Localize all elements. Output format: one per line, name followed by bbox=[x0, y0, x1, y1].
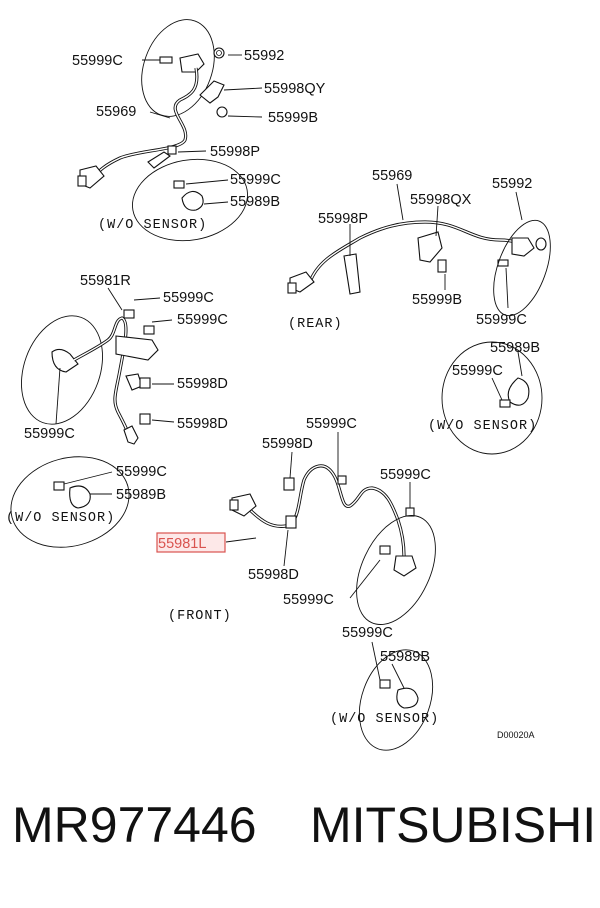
detail-oval bbox=[132, 158, 248, 242]
bolt bbox=[173, 180, 185, 189]
callout-label: 55998P bbox=[210, 144, 260, 160]
callout-label: 55992 bbox=[492, 176, 532, 192]
note-wo-sensor: (W/O SENSOR) bbox=[6, 511, 115, 526]
bolt bbox=[499, 399, 511, 408]
sensor-plug bbox=[396, 687, 419, 709]
bolt bbox=[379, 545, 391, 555]
highlight-box bbox=[156, 532, 226, 553]
clip bbox=[139, 377, 151, 389]
bracket bbox=[115, 335, 159, 361]
bolt bbox=[405, 507, 415, 517]
detail-oval bbox=[356, 515, 436, 625]
note-rear: (REAR) bbox=[288, 317, 343, 332]
detail-oval bbox=[10, 456, 130, 548]
sensor-plug bbox=[181, 190, 204, 211]
callout-label: 55999C bbox=[283, 592, 334, 608]
callout-label: 55999C bbox=[24, 426, 75, 442]
callout-label: 55998D bbox=[248, 567, 299, 583]
callout-label: 55999C bbox=[452, 363, 503, 379]
callout-label: 55981R bbox=[80, 273, 131, 289]
callout-label: 55998D bbox=[177, 376, 228, 392]
bracket bbox=[199, 80, 225, 104]
detail-oval bbox=[358, 649, 434, 751]
part-number: MR977446 bbox=[12, 797, 257, 853]
bolt bbox=[123, 309, 135, 319]
callout-label: 55999C bbox=[72, 53, 123, 69]
bolt bbox=[216, 106, 228, 118]
figure-code: D00020A bbox=[497, 730, 535, 740]
wheel-speed-sensor bbox=[179, 53, 205, 73]
detail-oval bbox=[21, 315, 103, 425]
callout-label: 55969 bbox=[96, 104, 136, 120]
rear-left-assembly bbox=[77, 19, 263, 189]
sensor-cable bbox=[308, 220, 521, 283]
rear-right-assembly bbox=[287, 183, 551, 317]
callout-label: 55999C bbox=[230, 172, 281, 188]
wheel-speed-sensor bbox=[51, 348, 79, 373]
callout-label: 55999C bbox=[380, 467, 431, 483]
bolt bbox=[437, 259, 447, 273]
callout-label-highlighted: 55981L bbox=[158, 536, 206, 552]
clip bbox=[343, 253, 361, 295]
clip bbox=[283, 477, 295, 491]
clip bbox=[147, 151, 171, 169]
detail-oval bbox=[141, 19, 215, 117]
parts-diagram: 55999C 55992 55998QY 55969 55999B 55998P… bbox=[6, 19, 551, 751]
callout-label: 55999C bbox=[342, 625, 393, 641]
callout-label: 55999C bbox=[177, 312, 228, 328]
callout-label: 55998P bbox=[318, 211, 368, 227]
bolt bbox=[159, 56, 173, 64]
callout-label: 55999C bbox=[476, 312, 527, 328]
sensor-plug bbox=[507, 377, 530, 406]
callout-label: 55969 bbox=[372, 168, 412, 184]
callout-label: 55999C bbox=[163, 290, 214, 306]
callout-label: 55998D bbox=[177, 416, 228, 432]
callout-label: 55989B bbox=[230, 194, 280, 210]
callout-label: 55998QY bbox=[264, 81, 326, 97]
callout-label: 55998QX bbox=[410, 192, 472, 208]
callout-label: 55989B bbox=[380, 649, 430, 665]
detail-oval bbox=[441, 341, 543, 455]
callout-label: 55989B bbox=[490, 340, 540, 356]
sensor-o-ring bbox=[535, 237, 547, 251]
callout-label: 55989B bbox=[116, 487, 166, 503]
detail-oval bbox=[493, 219, 551, 317]
note-wo-sensor: (W/O SENSOR) bbox=[428, 419, 537, 434]
clip bbox=[139, 413, 151, 425]
callout-label: 55999B bbox=[268, 110, 318, 126]
bolt bbox=[379, 679, 391, 689]
wo-sensor-detail-1 bbox=[132, 158, 248, 242]
connector bbox=[123, 425, 139, 445]
note-front: (FRONT) bbox=[168, 609, 232, 624]
bolt bbox=[337, 475, 347, 485]
callout-label: 55999B bbox=[412, 292, 462, 308]
wo-sensor-detail-2 bbox=[441, 341, 543, 455]
note-wo-sensor: (W/O SENSOR) bbox=[98, 218, 207, 233]
front-right-assembly bbox=[21, 287, 175, 445]
wo-sensor-detail-4 bbox=[358, 641, 434, 751]
bracket bbox=[417, 231, 443, 263]
note-wo-sensor: (W/O SENSOR) bbox=[330, 712, 439, 727]
brand-name: MITSUBISHI bbox=[310, 797, 597, 853]
wheel-speed-sensor bbox=[511, 237, 535, 257]
callout-label: 55999C bbox=[306, 416, 357, 432]
wheel-speed-sensor bbox=[393, 555, 417, 577]
callout-label: 55998D bbox=[262, 436, 313, 452]
bolt bbox=[143, 325, 155, 335]
callout-label: 55992 bbox=[244, 48, 284, 64]
bolt bbox=[53, 481, 65, 491]
sensor-plug bbox=[69, 485, 91, 509]
callout-label: 55999C bbox=[116, 464, 167, 480]
wo-sensor-detail-3 bbox=[10, 456, 130, 548]
clip bbox=[285, 515, 297, 529]
front-left-assembly bbox=[225, 432, 436, 625]
